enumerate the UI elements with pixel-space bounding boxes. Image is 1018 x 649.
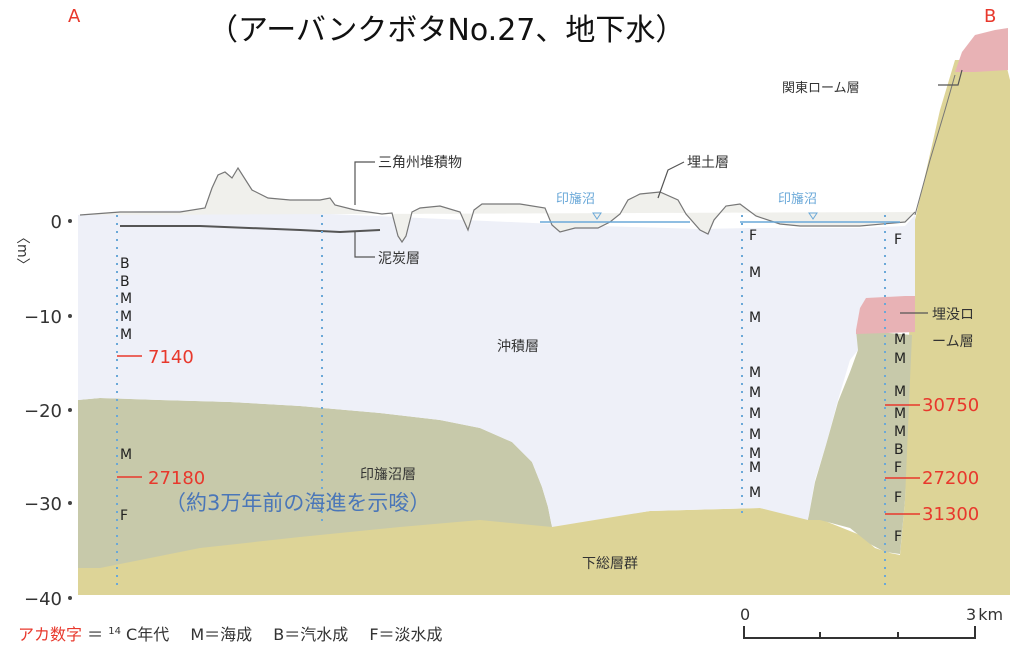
layer-label-alluvium: 沖積層 <box>497 339 539 355</box>
date-31300: 31300 <box>922 504 979 525</box>
inbanuma-layer-left <box>78 398 552 568</box>
date-27180: 27180 <box>148 468 205 489</box>
layer-label-buried-loam-1: 埋没ロ <box>932 307 974 323</box>
date-30750: 30750 <box>922 395 979 416</box>
alluvium-layer <box>78 210 915 527</box>
date-7140: 7140 <box>148 347 194 368</box>
borehole4-letter: M <box>894 406 906 422</box>
legend-c14-text: C年代 <box>126 625 169 644</box>
tick-dot <box>68 219 72 223</box>
borehole4-letter: F <box>894 529 902 545</box>
figure-title: （アーバンクボタNo.27、地下水） <box>208 13 685 48</box>
scale-end-value: 3 <box>966 605 976 624</box>
axis-tick-label: −40 <box>24 589 62 610</box>
borehole3-letter: M <box>749 310 761 326</box>
layer-label-kanto-loam: 関東ローム層 <box>782 80 860 96</box>
buried-loam-layer <box>856 296 915 334</box>
axis-unit: 〈m〉 <box>14 230 30 272</box>
axis-tick-label: −20 <box>24 401 62 422</box>
borehole4-letter: M <box>894 351 906 367</box>
borehole3-letter: M <box>749 485 761 501</box>
borehole4-letter: F <box>894 460 902 476</box>
water-mark-1 <box>592 212 602 220</box>
leader-peat <box>354 232 375 258</box>
layer-label-delta: 三角州堆積物 <box>378 155 462 171</box>
corner-label-a: A <box>68 6 81 27</box>
legend-red-label: アカ数字 <box>18 625 82 644</box>
borehole3-letter: M <box>749 446 761 462</box>
axis-tick-label: −10 <box>24 307 62 328</box>
borehole3-letter: M <box>749 365 761 381</box>
corner-label-b: B <box>984 6 996 27</box>
legend-freshwater: F＝淡水成 <box>369 625 442 644</box>
borehole1-letter: M <box>120 327 132 343</box>
borehole4-letter: M <box>894 384 906 400</box>
lake-label-2: 印旛沼 <box>778 191 817 207</box>
axis-tick-label: 0 <box>51 212 62 233</box>
layer-label-peat: 泥炭層 <box>378 251 420 267</box>
inbanuma-layer-right <box>808 330 912 554</box>
borehole1-letter: M <box>120 309 132 325</box>
borehole1-letter: B <box>120 274 130 290</box>
borehole1-letter: B <box>120 256 130 272</box>
borehole4-letter: F <box>894 490 902 506</box>
borehole1-letter: M <box>120 291 132 307</box>
borehole1-letter: F <box>120 508 128 524</box>
kanto-loam-layer <box>955 28 1008 72</box>
surface-deposits <box>79 166 916 244</box>
layer-label-shimosa: 下総層群 <box>582 556 638 572</box>
borehole4-letter: M <box>894 424 906 440</box>
tick-dot <box>68 596 72 600</box>
legend: アカ数字 ＝ 14 C年代 M＝海成 B＝汽水成 F＝淡水成 <box>18 619 443 644</box>
borehole3-letter: F <box>749 228 757 244</box>
escarpment-outline <box>914 74 956 216</box>
scale-unit: km <box>978 605 1003 624</box>
water-mark-2 <box>808 212 818 220</box>
leader-delta <box>354 161 375 205</box>
legend-c14-sup: 14 <box>108 626 121 637</box>
legend-brackish: B＝汽水成 <box>273 625 348 644</box>
tick-dot <box>68 501 72 505</box>
peat-band <box>120 225 381 234</box>
axis-tick-label: −30 <box>24 494 62 515</box>
tick-dot <box>68 408 72 412</box>
layer-label-buried-loam-2: ーム層 <box>932 334 974 350</box>
leader-kanto <box>938 69 963 86</box>
lake-label-1: 印旛沼 <box>556 191 595 207</box>
borehole3-letter: M <box>749 385 761 401</box>
borehole1-letter: M <box>120 447 132 463</box>
borehole3-letter: M <box>749 460 761 476</box>
borehole3-letter: M <box>749 265 761 281</box>
borehole3-letter: M <box>749 406 761 422</box>
borehole3-letter: M <box>749 427 761 443</box>
borehole4-letter: F <box>894 232 902 248</box>
legend-equals: ＝ <box>87 625 103 644</box>
scale-bar <box>743 626 976 639</box>
legend-marine: M＝海成 <box>190 625 252 644</box>
transgression-note: （約3万年前の海進を示唆） <box>165 491 430 515</box>
layer-label-fill: 埋土層 <box>687 155 729 171</box>
tick-dot <box>68 314 72 318</box>
layer-label-inbanuma: 印旛沼層 <box>360 467 416 483</box>
borehole4-letter: B <box>894 442 904 458</box>
date-27200: 27200 <box>922 468 979 489</box>
borehole4-letter: M <box>894 332 906 348</box>
scale-start: 0 <box>740 605 750 624</box>
leader-fill <box>657 161 685 199</box>
